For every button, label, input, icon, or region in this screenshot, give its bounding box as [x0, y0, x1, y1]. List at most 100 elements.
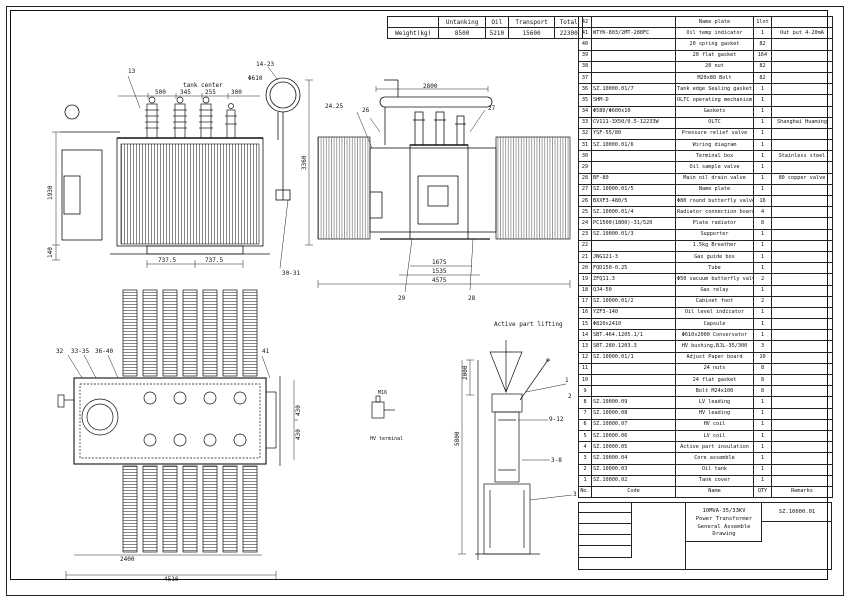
parts-cell-qty: 1: [753, 474, 772, 487]
parts-cell-code: [591, 385, 676, 398]
parts-cell-qty: 1: [753, 127, 772, 141]
parts-cell-name: Radiator connection board: [675, 206, 754, 219]
parts-cell-remarks: [771, 396, 833, 409]
parts-cell-name: Capsule: [675, 318, 754, 331]
parts-cell-remarks: Stainless steel: [771, 150, 833, 163]
parts-cell-no: 37: [578, 71, 592, 85]
parts-cell-remarks: [771, 441, 833, 454]
parts-cell-remarks: [771, 262, 833, 275]
parts-cell-code: [591, 49, 676, 62]
front-left-radiator-frame: [61, 149, 103, 241]
dim-2400: 2400: [120, 556, 135, 563]
parts-cell-code: [591, 150, 676, 163]
parts-cell-qty: 1: [753, 94, 772, 107]
parts-cell-no: 5: [578, 429, 592, 443]
parts-cell-qty: 1: [753, 407, 772, 420]
parts-cell-no: 22: [578, 239, 592, 252]
parts-cell-qty: 1: [753, 228, 772, 241]
parts-cell-qty: 1: [753, 139, 772, 152]
weight-header-row: Untanking Oil Transport Total: [386, 16, 583, 28]
parts-cell-code: WTYK-803/2MT-288FC: [591, 27, 676, 40]
parts-cell-remarks: Shanghai Huaming: [771, 116, 833, 129]
parts-cell-code: Φ580/Φ600x10: [591, 105, 676, 118]
parts-cell-code: SBT.464.1205.1/1: [591, 329, 676, 342]
parts-cell-name: Cabinet foot: [675, 295, 754, 308]
lift-core-coils: [494, 411, 520, 483]
parts-cell-no: 38: [578, 60, 592, 73]
parts-cell-name: Core assemble: [675, 452, 754, 465]
side-tank-outline: [369, 147, 497, 233]
parts-cell-code: SZ.10000.01/3: [591, 228, 676, 241]
hv-terminal-detail: [371, 395, 395, 419]
parts-cell-name: OLTC operating mechanism: [675, 94, 754, 107]
dim-430-a: 430: [295, 405, 302, 416]
parts-cell-name: LV coil: [675, 429, 754, 443]
parts-cell-code: JNG121-3: [591, 250, 676, 264]
parts-cell-name: Name plate: [675, 15, 754, 29]
parts-cell-code: SZ.10000.03: [591, 463, 676, 476]
parts-cell-no: 42: [578, 15, 592, 29]
plan-oltc-flange: [81, 398, 119, 436]
parts-cell-code: SZ.10000.01/1: [591, 351, 676, 364]
title-block-name-cell: [686, 502, 762, 542]
parts-cell-no: 19: [578, 273, 592, 286]
callout-36-40: 36-40: [95, 348, 113, 355]
title-block-cell: [578, 546, 632, 558]
parts-cell-code: SZ.10000.01/4: [591, 206, 676, 219]
plan-view-text: 32 33-35 36-40 41 430 430 2400 4510: [56, 348, 302, 583]
side-conservator: [379, 96, 493, 108]
parts-cell-remarks: [771, 139, 833, 152]
parts-cell-remarks: [771, 463, 833, 476]
parts-cell-qty: 8: [753, 373, 772, 387]
weight-oil-value: 5210: [484, 27, 509, 39]
dim-1675: 1675: [432, 259, 447, 266]
parts-cell-no: 20: [578, 262, 592, 275]
weight-untanking-value: 8500: [438, 27, 486, 39]
parts-cell-qty: 1: [753, 396, 772, 409]
dim-430-b: 430: [295, 429, 302, 440]
parts-cell-no: 16: [578, 306, 592, 320]
dim-height-1930: 1930: [47, 185, 54, 200]
parts-cell-code: [591, 60, 676, 73]
title-block-cell: [578, 513, 632, 524]
parts-cell-remarks: [771, 239, 833, 252]
parts-cell-name: Tube: [675, 262, 754, 275]
front-radiator-fins: [120, 143, 260, 245]
parts-cell-qty: 1: [753, 284, 772, 297]
parts-cell-no: 7: [578, 407, 592, 420]
drawing-sheet-outer-border: [6, 6, 844, 596]
parts-cell-no: 14: [578, 329, 592, 342]
parts-cell-code: [591, 239, 676, 252]
parts-cell-qty: 82: [753, 38, 772, 51]
parts-cell-remarks: [771, 49, 833, 62]
parts-cell-qty: 82: [753, 71, 772, 85]
weight-col-untanking: Untanking: [438, 16, 486, 28]
dim-base-140: 140: [47, 247, 54, 258]
lift-tank: [483, 483, 531, 555]
parts-cell-remarks: [771, 418, 833, 431]
callout-24-25: 24.25: [325, 103, 343, 110]
plan-view: [57, 289, 281, 553]
parts-cell-no: 35: [578, 94, 592, 107]
parts-cell-code: CV111-3X50/0.5-12233W: [591, 116, 676, 129]
title-block-frame: [578, 502, 832, 570]
parts-cell-qty: 1: [753, 150, 772, 163]
parts-cell-qty: 1: [753, 250, 772, 264]
parts-cell-remarks: [771, 373, 833, 387]
parts-cell-qty: 1: [753, 27, 772, 40]
parts-header-remarks: Remarks: [771, 485, 833, 499]
parts-cell-name: Tank edge Sealing gasket: [675, 83, 754, 96]
conservator-end: [265, 77, 301, 113]
parts-cell-code: SBT.280.1203.3: [591, 340, 676, 353]
parts-cell-remarks: [771, 295, 833, 308]
